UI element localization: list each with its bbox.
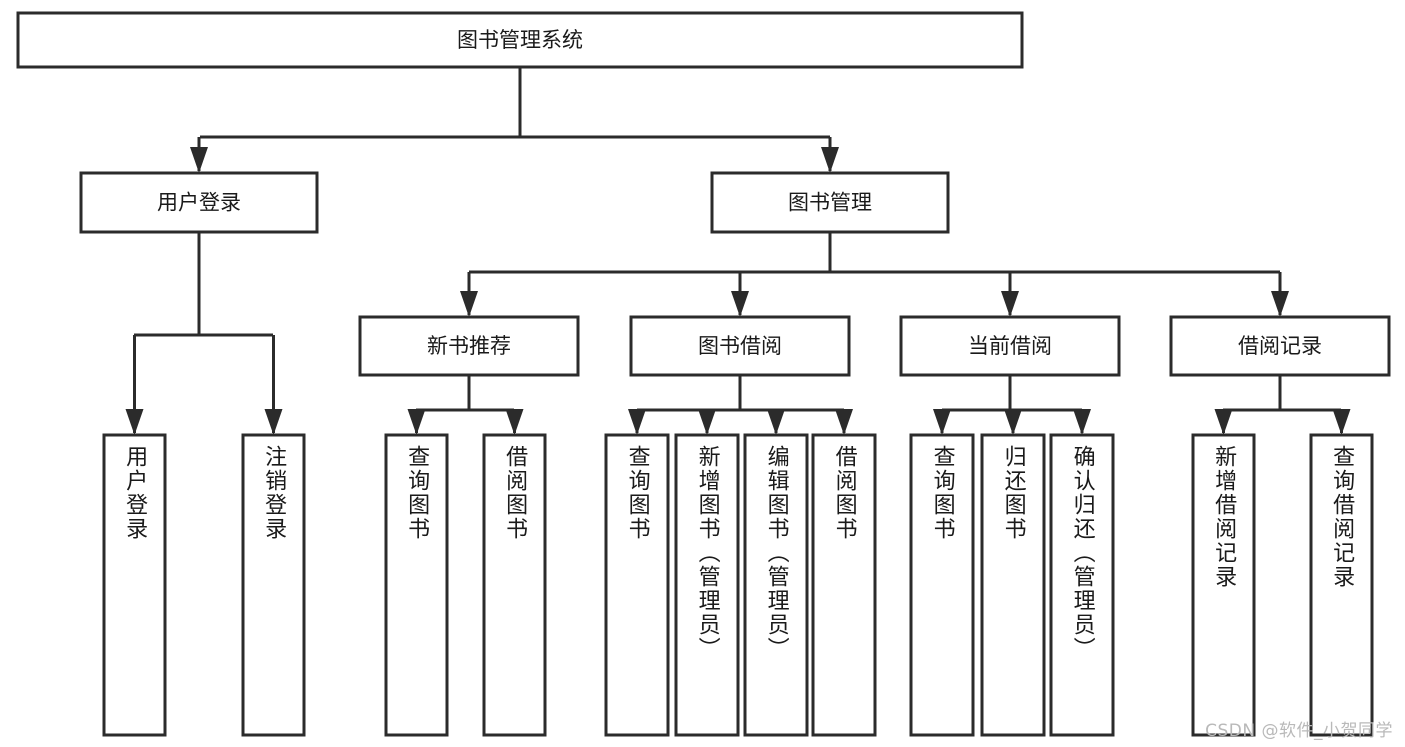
arrow-head-icon-leaf-borrow-book-rec xyxy=(505,409,524,435)
node-box-leaf-query-book-rec[interactable] xyxy=(384,433,449,737)
node-label-book-borrow: 图书借阅 xyxy=(698,334,782,358)
node-box-root[interactable] xyxy=(16,11,1024,69)
arrow-head-icon-leaf-logout xyxy=(264,409,283,435)
arrow-head-icon-new-book-recommend xyxy=(460,291,478,317)
arrow-head-icon-leaf-borrow-book xyxy=(835,409,853,435)
node-box-leaf-return-book[interactable] xyxy=(980,433,1046,737)
node-label-borrow-record: 借阅记录 xyxy=(1238,334,1322,358)
arrow-head-icon-book-borrow xyxy=(731,291,749,317)
node-box-current-borrow[interactable] xyxy=(899,315,1121,377)
node-label-current-borrow: 当前借阅 xyxy=(968,334,1052,358)
node-box-user-login[interactable] xyxy=(79,171,319,234)
node-box-layer xyxy=(16,11,1391,737)
node-box-leaf-query-record[interactable] xyxy=(1309,433,1374,737)
arrow-head-icon-leaf-user-login xyxy=(125,409,144,435)
node-box-new-book-recommend[interactable] xyxy=(358,315,580,377)
node-box-leaf-logout[interactable] xyxy=(241,433,306,737)
arrow-head-icon-borrow-record xyxy=(1271,291,1289,317)
node-box-leaf-add-book[interactable] xyxy=(674,433,740,737)
node-box-leaf-add-record[interactable] xyxy=(1191,433,1256,737)
node-box-leaf-confirm-return[interactable] xyxy=(1049,433,1115,737)
arrow-head-icon-leaf-query-record xyxy=(1332,409,1351,435)
arrow-head-icon-current-borrow xyxy=(1001,291,1019,317)
arrow-head-icon-leaf-return-book xyxy=(1004,409,1022,435)
arrow-head-icon-leaf-add-book xyxy=(698,409,716,435)
arrow-head-icon-leaf-query-book-borrow xyxy=(628,409,646,435)
node-label-root: 图书管理系统 xyxy=(457,28,583,52)
node-box-borrow-record[interactable] xyxy=(1169,315,1391,377)
arrow-head-icon-leaf-edit-book xyxy=(767,409,785,435)
node-box-leaf-user-login[interactable] xyxy=(102,433,167,737)
arrow-head-icon-leaf-add-record xyxy=(1214,409,1233,435)
arrow-head-icon-book-manage xyxy=(821,147,839,173)
node-box-book-borrow[interactable] xyxy=(629,315,851,377)
node-box-leaf-borrow-book-rec[interactable] xyxy=(482,433,547,737)
node-label-user-login: 用户登录 xyxy=(157,191,241,215)
arrow-head-icon-leaf-confirm-return xyxy=(1073,409,1091,435)
arrow-head-icon-user-login xyxy=(190,147,208,173)
node-box-leaf-query-book-current[interactable] xyxy=(909,433,975,737)
arrow-head-icon-leaf-query-book-rec xyxy=(407,409,426,435)
node-box-leaf-borrow-book[interactable] xyxy=(811,433,877,737)
node-box-leaf-query-book-borrow[interactable] xyxy=(604,433,670,737)
node-box-book-manage[interactable] xyxy=(710,171,950,234)
arrow-head-icon-leaf-query-book-current xyxy=(933,409,951,435)
node-box-leaf-edit-book[interactable] xyxy=(743,433,809,737)
node-label-book-manage: 图书管理 xyxy=(788,191,872,215)
connector-layer xyxy=(125,67,1351,435)
node-label-new-book-recommend: 新书推荐 xyxy=(427,334,511,358)
